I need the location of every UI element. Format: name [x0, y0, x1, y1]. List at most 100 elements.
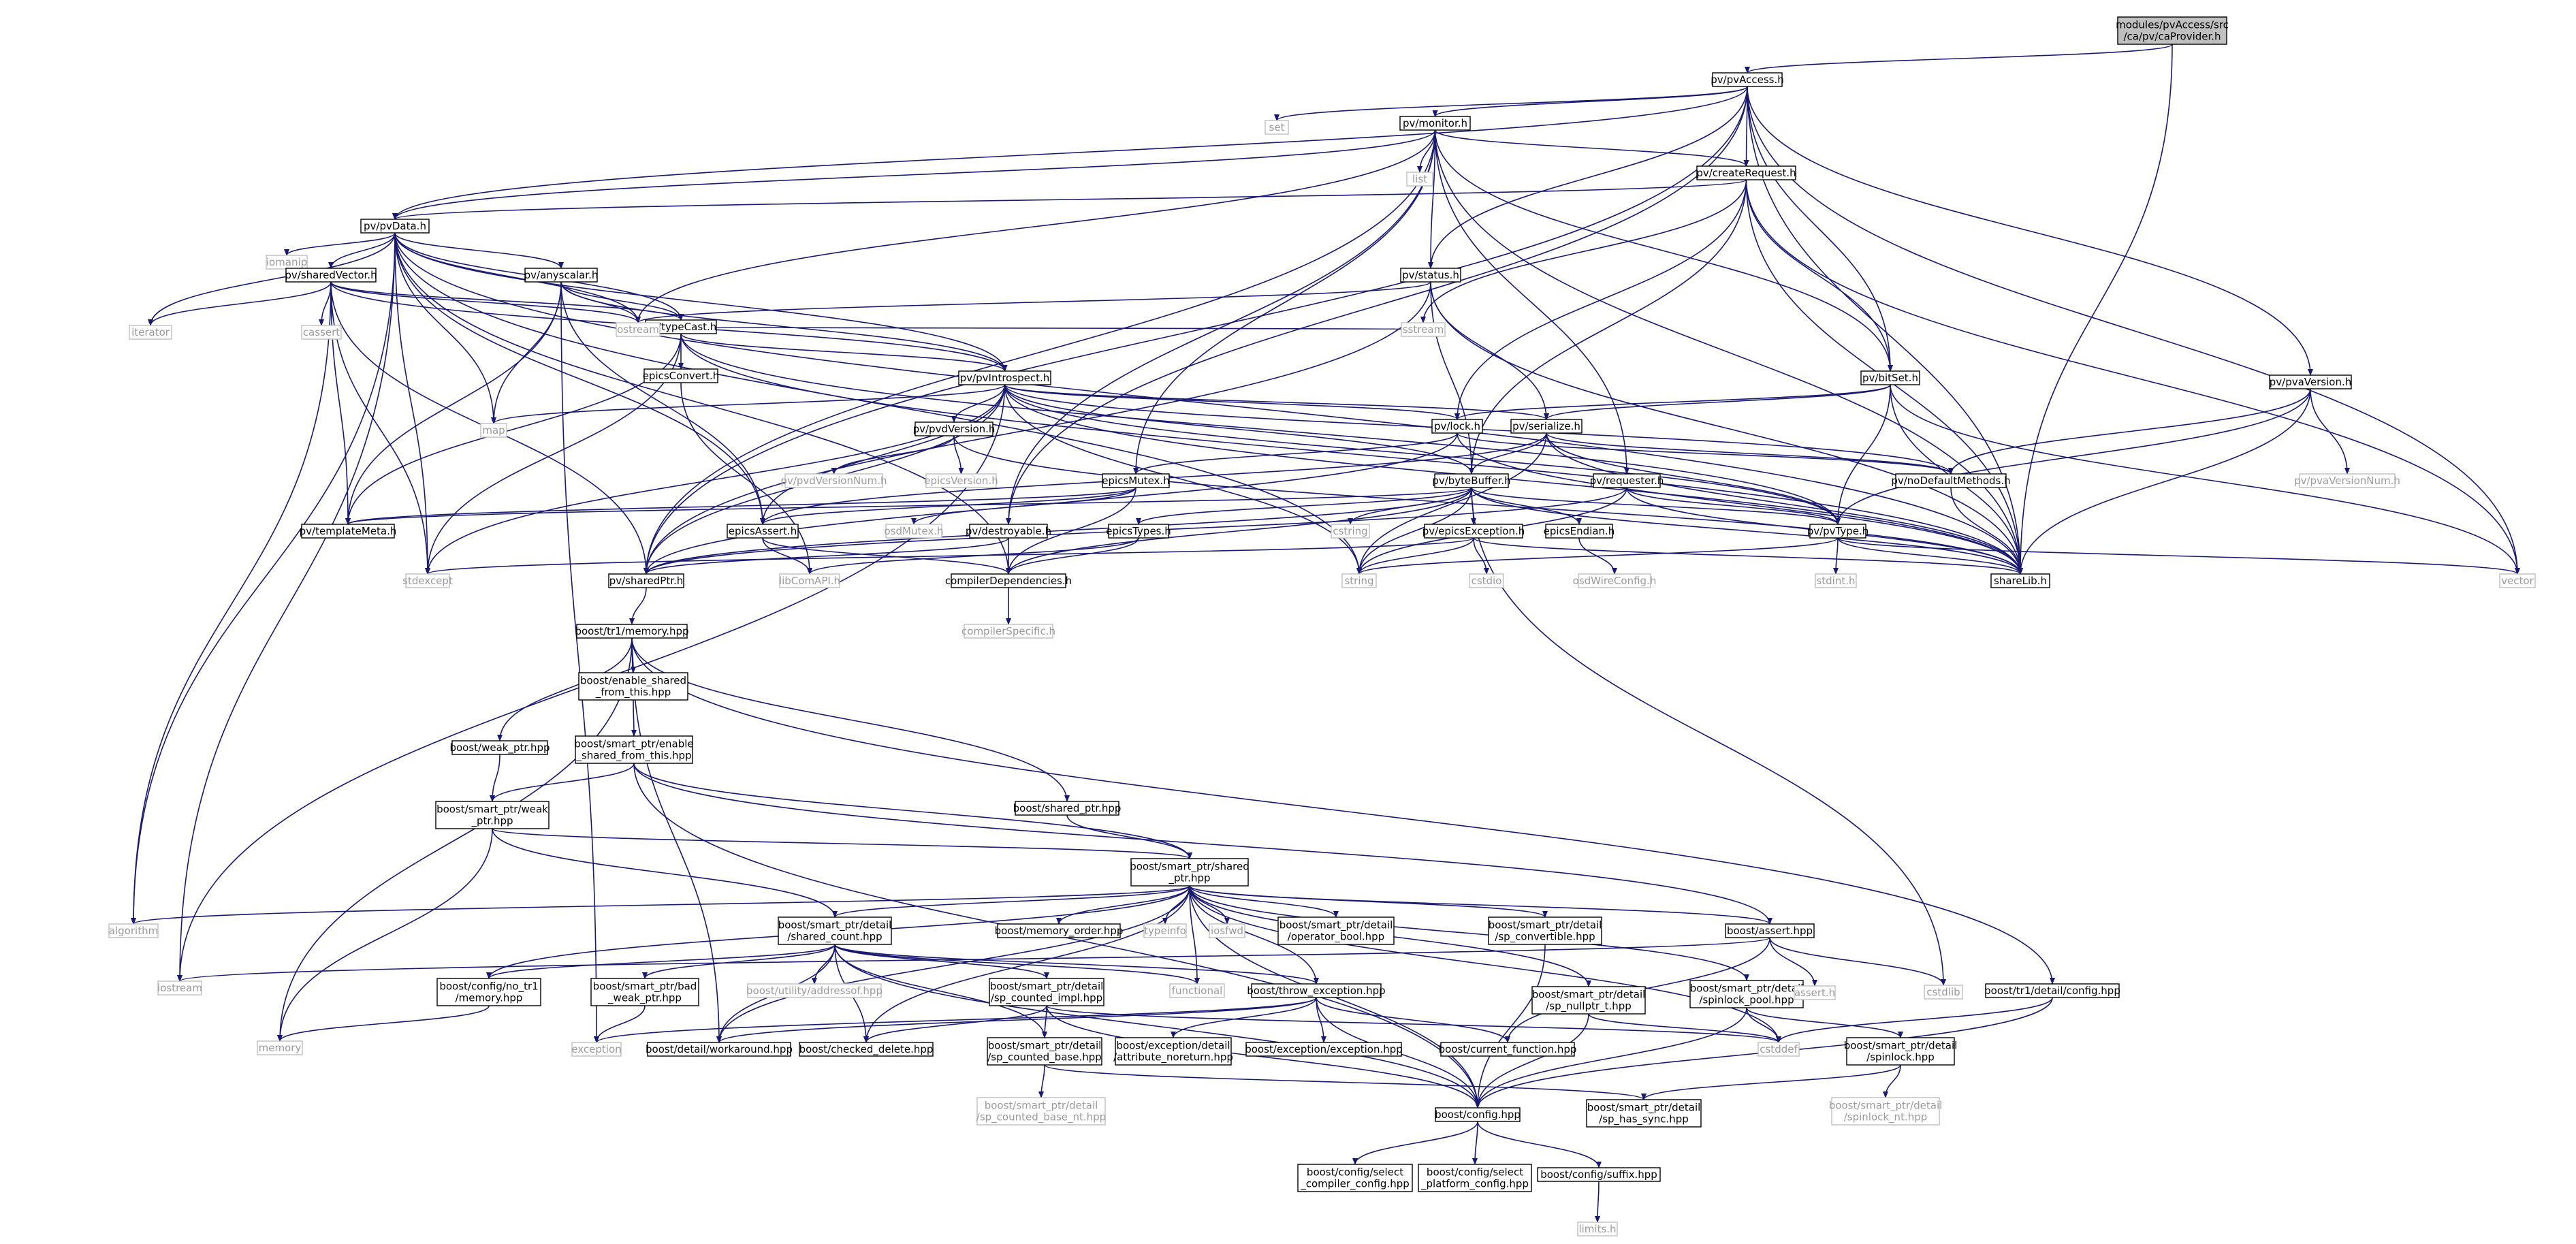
node-spConvertible[interactable]: boost/smart_ptr/detail/sp_convertible.hp…	[1488, 916, 1602, 945]
node-weakPtr[interactable]: boost/weak_ptr.hpp	[449, 740, 550, 755]
node-selectCompiler[interactable]: boost/config/select_compiler_config.hpp	[1297, 1164, 1413, 1192]
edge-spWeakPtr-to-spSharedPtr	[492, 828, 1192, 859]
edge-lock-to-noDefaultMethods	[1457, 432, 1954, 475]
node-epicsAssert[interactable]: epicsAssert.h	[727, 524, 799, 539]
edge-epicsException-to-stdexcept	[425, 537, 1474, 575]
node-box	[575, 735, 693, 764]
node-byteBuffer[interactable]: pv/byteBuffer.h	[1432, 473, 1511, 488]
edge-pvData-to-algorithm	[131, 232, 396, 925]
node-label: boost/smart_ptr/detail	[988, 1040, 1102, 1053]
edge-pvData-to-anyscalar	[394, 232, 564, 269]
node-epicsConvert[interactable]: epicsConvert.h	[643, 368, 720, 383]
node-selectPlatform[interactable]: boost/config/select_platform_config.hpp	[1418, 1164, 1532, 1192]
node-box	[2269, 374, 2352, 389]
node-anyscalar[interactable]: pv/anyscalar.h	[524, 268, 599, 283]
node-attrNoreturn[interactable]: boost/exception/detail/attribute_noretur…	[1113, 1037, 1233, 1066]
node-throwException[interactable]: boost/throw_exception.hpp	[1247, 983, 1386, 998]
node-sharedPtrHpp[interactable]: boost/shared_ptr.hpp	[1013, 801, 1122, 816]
node-operatorBool[interactable]: boost/smart_ptr/detail/operator_bool.hpp	[1277, 916, 1395, 945]
node-label: pv/sharedVector.h	[285, 269, 377, 281]
node-label: vector	[2501, 575, 2534, 587]
node-pvData[interactable]: pv/pvData.h	[360, 219, 430, 234]
node-spWeakPtr[interactable]: boost/smart_ptr/weak_ptr.hpp	[435, 801, 550, 829]
node-sharedVector[interactable]: pv/sharedVector.h	[285, 268, 377, 283]
edge-pvaVersion-to-shareLib	[2018, 388, 2311, 575]
node-label: boost/config/select	[1427, 1166, 1523, 1179]
node-label: boost/smart_ptr/detail	[1587, 1102, 1701, 1115]
edge-spCountedImpl-to-checkedDelete	[863, 1005, 1047, 1043]
node-box	[436, 978, 541, 1006]
node-pvdVersion[interactable]: pv/pvdVersion.h	[913, 421, 996, 436]
node-workaround[interactable]: boost/detail/workaround.hpp	[646, 1042, 793, 1057]
node-label: pv/monitor.h	[1403, 117, 1467, 129]
node-badWeakPtr[interactable]: boost/smart_ptr/bad_weak_ptr.hpp	[590, 978, 699, 1006]
edge-throwException-to-workaround	[716, 997, 1317, 1043]
node-exceptionHpp[interactable]: boost/exception/exception.hpp	[1245, 1042, 1403, 1057]
node-lock[interactable]: pv/lock.h	[1431, 419, 1483, 434]
edge-sharedVector-to-algorithm	[131, 281, 332, 925]
node-serialize[interactable]: pv/serialize.h	[1510, 419, 1583, 434]
edge-serialize-to-pvType	[1546, 432, 1841, 525]
node-compilerDependencies[interactable]: compilerDependencies.h	[945, 573, 1072, 588]
node-box	[1593, 473, 1661, 488]
edge-pvmonitor-to-destroyable	[1006, 129, 1436, 525]
node-root[interactable]: modules/pvAccess/src/ca/pv/caProvider.h	[2116, 16, 2229, 45]
node-box	[1435, 1107, 1521, 1122]
node-requester[interactable]: pv/requester.h	[1590, 473, 1664, 488]
node-epicsEndian[interactable]: epicsEndian.h	[1544, 524, 1615, 539]
edge-pvAccess-to-pvData	[392, 86, 1748, 220]
node-spCountedImpl[interactable]: boost/smart_ptr/detail/sp_counted_impl.h…	[989, 978, 1104, 1006]
node-sharedPtr[interactable]: pv/sharedPtr.h	[608, 573, 684, 588]
node-label: iostream	[157, 982, 202, 994]
node-label: boost/smart_ptr/detail	[1489, 919, 1602, 932]
node-ostream: ostream	[616, 322, 661, 337]
node-spSharedCount[interactable]: boost/smart_ptr/detail/shared_count.hpp	[778, 916, 892, 945]
node-spHasSync[interactable]: boost/smart_ptr/detail/sp_has_sync.hpp	[1586, 1099, 1702, 1128]
node-memoryOrder[interactable]: boost/memory_order.hpp	[995, 923, 1124, 938]
edge-throwException-to-exception	[594, 997, 1317, 1043]
node-enableShared[interactable]: boost/enable_shared_from_this.hpp	[578, 672, 688, 701]
edge-epicsTypes-to-compilerDependencies	[1006, 537, 1139, 575]
node-noDefaultMethods[interactable]: pv/noDefaultMethods.h	[1891, 473, 2011, 488]
node-pvIntrospect[interactable]: pv/pvIntrospect.h	[958, 370, 1051, 385]
node-label: boost/smart_ptr/bad	[593, 980, 697, 993]
node-epicsException[interactable]: pv/epicsException.h	[1422, 524, 1525, 539]
node-shareLib[interactable]: shareLib.h	[1990, 573, 2050, 588]
node-box	[1809, 524, 1866, 539]
node-boostConfig[interactable]: boost/config.hpp	[1435, 1107, 1521, 1122]
node-box	[969, 524, 1048, 539]
node-tr1memory[interactable]: boost/tr1/memory.hpp	[575, 624, 689, 639]
node-status[interactable]: pv/status.h	[1400, 268, 1461, 283]
node-box	[301, 524, 395, 539]
node-pvmonitor[interactable]: pv/monitor.h	[1399, 116, 1471, 131]
node-spinlock[interactable]: boost/smart_ptr/detail/spinlock.hpp	[1844, 1037, 1958, 1066]
node-pvaVersion[interactable]: pv/pvaVersion.h	[2269, 374, 2352, 389]
node-boostAssert[interactable]: boost/assert.hpp	[1725, 923, 1815, 938]
edge-typeCast-to-shareLib	[680, 333, 2023, 575]
node-epicsMutex[interactable]: epicsMutex.h	[1102, 473, 1170, 488]
node-spinlockPool[interactable]: boost/smart_ptr/detail/spinlock_pool.hpp	[1689, 980, 1804, 1008]
node-spEnableShared[interactable]: boost/smart_ptr/enable_shared_from_this.…	[574, 735, 694, 764]
edge-createRequest-to-byteBuffer	[1469, 179, 1747, 475]
node-label: _shared_from_this.hpp	[575, 750, 691, 763]
node-createRequest[interactable]: pv/createRequest.h	[1696, 165, 1796, 180]
node-templateMeta[interactable]: pv/templateMeta.h	[300, 524, 397, 539]
node-epicsTypes[interactable]: epicsTypes.h	[1106, 524, 1171, 539]
node-spCountedBase[interactable]: boost/smart_ptr/detail/sp_counted_base.h…	[987, 1037, 1102, 1066]
edge-spCountedImpl-to-boostConfig	[1046, 1005, 1480, 1109]
node-destroyable[interactable]: pv/destroyable.h	[966, 524, 1051, 539]
node-bitSet[interactable]: pv/bitSet.h	[1860, 370, 1920, 385]
node-box	[1758, 1042, 1800, 1057]
node-typeinfo: typeinfo	[1143, 923, 1187, 938]
node-spSharedPtr[interactable]: boost/smart_ptr/shared_ptr.hpp	[1130, 858, 1250, 887]
node-spNullptr[interactable]: boost/smart_ptr/detail/sp_nullptr_t.hpp	[1531, 986, 1646, 1015]
node-currentFunction[interactable]: boost/current_function.hpp	[1439, 1042, 1577, 1057]
node-pvType[interactable]: pv/pvType.h	[1807, 524, 1869, 539]
node-label: string	[1344, 575, 1373, 587]
node-noTr1Memory[interactable]: boost/config/no_tr1/memory.hpp	[436, 978, 541, 1006]
node-pvAccess[interactable]: pv/pvAccess.h	[1711, 72, 1784, 87]
node-checkedDelete[interactable]: boost/checked_delete.hpp	[799, 1042, 934, 1057]
node-configSuffix[interactable]: boost/config/suffix.hpp	[1537, 1167, 1661, 1182]
node-tr1Config[interactable]: boost/tr1/detail/config.hpp	[1984, 983, 2120, 998]
node-box	[987, 1037, 1102, 1066]
